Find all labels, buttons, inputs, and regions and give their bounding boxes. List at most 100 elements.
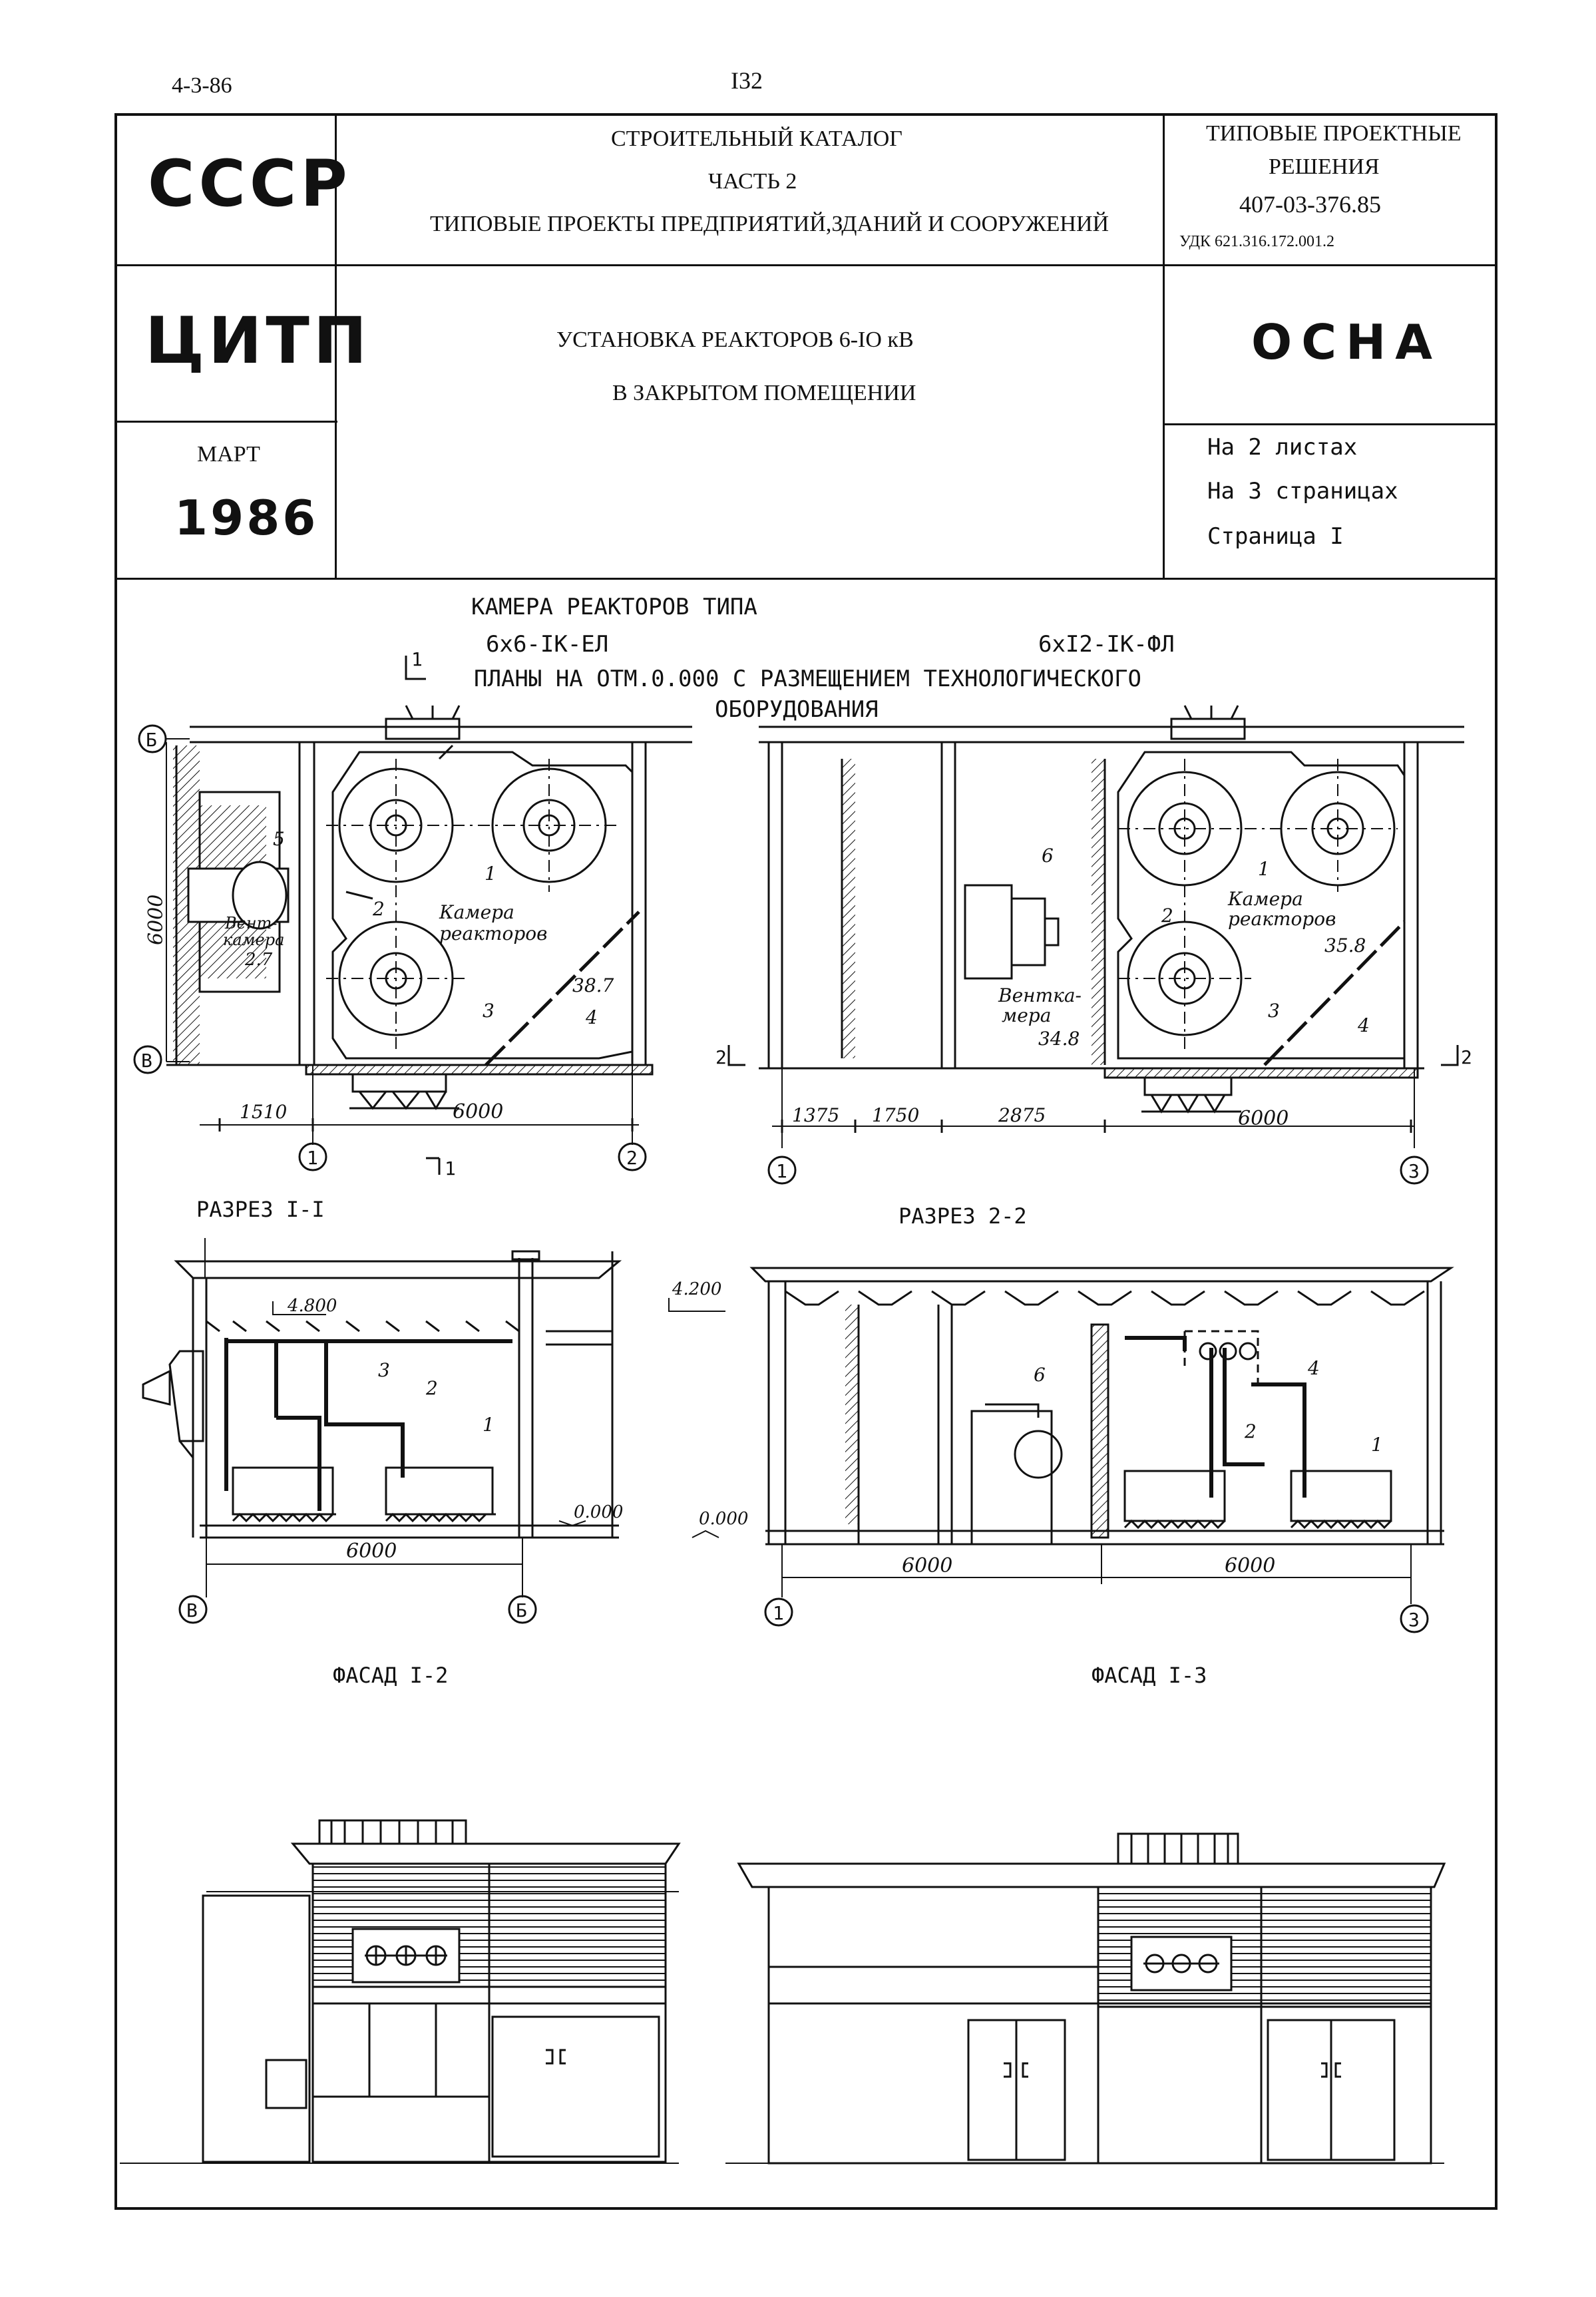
cut-label-2: 2	[715, 1046, 727, 1068]
facade-1-3	[725, 1832, 1446, 2165]
axis-3-label: 3	[1408, 1609, 1420, 1631]
dim-6000: 6000	[346, 1540, 397, 1563]
axis-v-marker	[133, 1045, 162, 1074]
area-label: 35.8	[1324, 935, 1366, 956]
position-label: 1	[1371, 1434, 1383, 1456]
catalog-part: ЧАСТЬ 2	[708, 169, 797, 194]
axis-3-marker	[1400, 1155, 1429, 1185]
camera-type-right: 6хI2-IК-ФЛ	[1038, 631, 1175, 658]
level-label: 0.000	[699, 1509, 748, 1529]
current-page: Страница I	[1207, 523, 1344, 550]
document-title-line1: УСТАНОВКА РЕАКТОРОВ 6-IО кВ	[556, 327, 914, 352]
facade-1-3-title: ФАСАД I-3	[1092, 1663, 1207, 1688]
udk-code: УДК 621.316.172.001.2	[1179, 233, 1334, 250]
section-2-2-title: РАЗРЕЗ 2-2	[898, 1203, 1027, 1229]
room-vent-label: мера	[1002, 1004, 1051, 1026]
drawing-title: КАМЕРА РЕАКТОРОВ ТИПА	[471, 594, 757, 620]
room-reactors-label: Камера	[439, 901, 514, 923]
axis-b-marker-section	[508, 1595, 537, 1624]
axis-1-marker	[298, 1142, 327, 1171]
cut-label-2: 2	[1461, 1046, 1472, 1068]
position-label: 5	[273, 828, 285, 850]
plans-title-cont: ОБОРУДОВАНИЯ	[715, 696, 879, 723]
section-2-2	[668, 1267, 1454, 1604]
plan-left	[166, 705, 692, 1175]
axis-3-marker-section	[1400, 1604, 1429, 1633]
section-mark-1	[405, 656, 426, 680]
position-label: 1	[483, 1414, 495, 1436]
axis-3-label: 3	[1408, 1160, 1420, 1182]
section-mark-label: 1	[411, 648, 423, 670]
position-label: 2	[1161, 905, 1173, 927]
area-label: 38.7	[572, 974, 614, 996]
position-label: 3	[483, 1000, 495, 1022]
position-label: 1	[1258, 858, 1270, 880]
dim-6000: 6000	[902, 1554, 952, 1577]
plan-right	[727, 705, 1464, 1148]
facade-1-2-title: ФАСАД I-2	[333, 1663, 448, 1688]
axis-1-label: 1	[773, 1602, 784, 1624]
room-reactors-label: реакторов	[439, 923, 547, 944]
level-label: 4.200	[672, 1279, 721, 1299]
project-code: 407-03-376.85	[1239, 191, 1381, 218]
position-label: 4	[1357, 1014, 1370, 1036]
dim-1750: 1750	[872, 1104, 919, 1126]
axis-v-label: В	[141, 1050, 152, 1072]
axis-2-marker	[618, 1142, 647, 1171]
cut-label-1: 1	[445, 1157, 456, 1179]
position-label: 3	[378, 1359, 390, 1381]
issue-month: МАРТ	[197, 442, 260, 467]
header-divider	[1163, 423, 1495, 425]
axis-1-label: 1	[776, 1160, 787, 1182]
axis-b-label: Б	[146, 729, 157, 751]
room-vent-label: Вентка-	[998, 984, 1082, 1006]
drawing-frame	[114, 113, 1497, 2210]
axis-2-label: 2	[626, 1147, 638, 1169]
position-label: 3	[1268, 1000, 1280, 1022]
document-code: 4-3-86	[172, 73, 232, 98]
position-label: 2	[425, 1377, 438, 1399]
sheet-count: На 2 листах	[1207, 434, 1358, 461]
section-code: ОСНА	[1251, 314, 1442, 370]
position-label: 2	[1244, 1420, 1257, 1442]
catalog-subtitle: ТИПОВЫЕ ПРОЕКТЫ ПРЕДПРИЯТИЙ,ЗДАНИЙ И СОО…	[430, 212, 1109, 236]
axis-v-marker-section	[178, 1595, 208, 1624]
room-reactors-label: Камера	[1227, 888, 1303, 910]
dim-6000-vertical: 6000	[144, 895, 168, 945]
position-label: 2	[372, 898, 385, 920]
dim-1510: 1510	[240, 1101, 287, 1123]
position-label: 4	[585, 1006, 598, 1028]
header-divider	[114, 421, 337, 423]
document-title-line2: В ЗАКРЫТОМ ПОМЕЩЕНИИ	[612, 381, 916, 405]
header-divider	[335, 113, 337, 578]
header-divider	[114, 578, 1495, 580]
header-divider	[114, 264, 1495, 266]
area-label: 2.7	[244, 950, 273, 970]
axis-1-marker-right	[767, 1155, 797, 1185]
axis-b-label: Б	[516, 1599, 527, 1621]
axis-1-marker-section	[764, 1597, 793, 1627]
room-vent-label: камера	[223, 931, 284, 949]
room-vent-label: Вент-	[224, 914, 278, 933]
dim-6000: 6000	[1225, 1554, 1275, 1577]
solutions-title: ТИПОВЫЕ ПРОЕКТНЫЕ	[1206, 121, 1462, 146]
facade-1-2	[120, 1819, 681, 2164]
plans-title: ПЛАНЫ НА ОТМ.0.000 С РАЗМЕЩЕНИЕМ ТЕХНОЛО…	[474, 666, 1142, 692]
position-label: 4	[1307, 1357, 1320, 1379]
camera-type-left: 6х6-IК-ЕЛ	[486, 631, 609, 658]
position-label: 1	[485, 863, 497, 885]
org-citp: ЦИТП	[145, 304, 371, 378]
axis-v-label: В	[186, 1599, 198, 1621]
issue-year: 1986	[174, 490, 319, 546]
catalog-title: СТРОИТЕЛЬНЫЙ КАТАЛОГ	[611, 126, 902, 151]
dim-1375: 1375	[792, 1104, 839, 1126]
solutions-subtitle: РЕШЕНИЯ	[1269, 154, 1380, 179]
page-count: На 3 страницах	[1207, 478, 1398, 505]
room-reactors-label: реакторов	[1228, 908, 1336, 930]
section-1-1-title: РАЗРЕЗ I-I	[196, 1197, 325, 1222]
area-label: 34.8	[1038, 1028, 1080, 1050]
page-number: I32	[731, 67, 763, 94]
dim-6000: 6000	[453, 1100, 503, 1124]
dim-6000: 6000	[1238, 1107, 1289, 1130]
